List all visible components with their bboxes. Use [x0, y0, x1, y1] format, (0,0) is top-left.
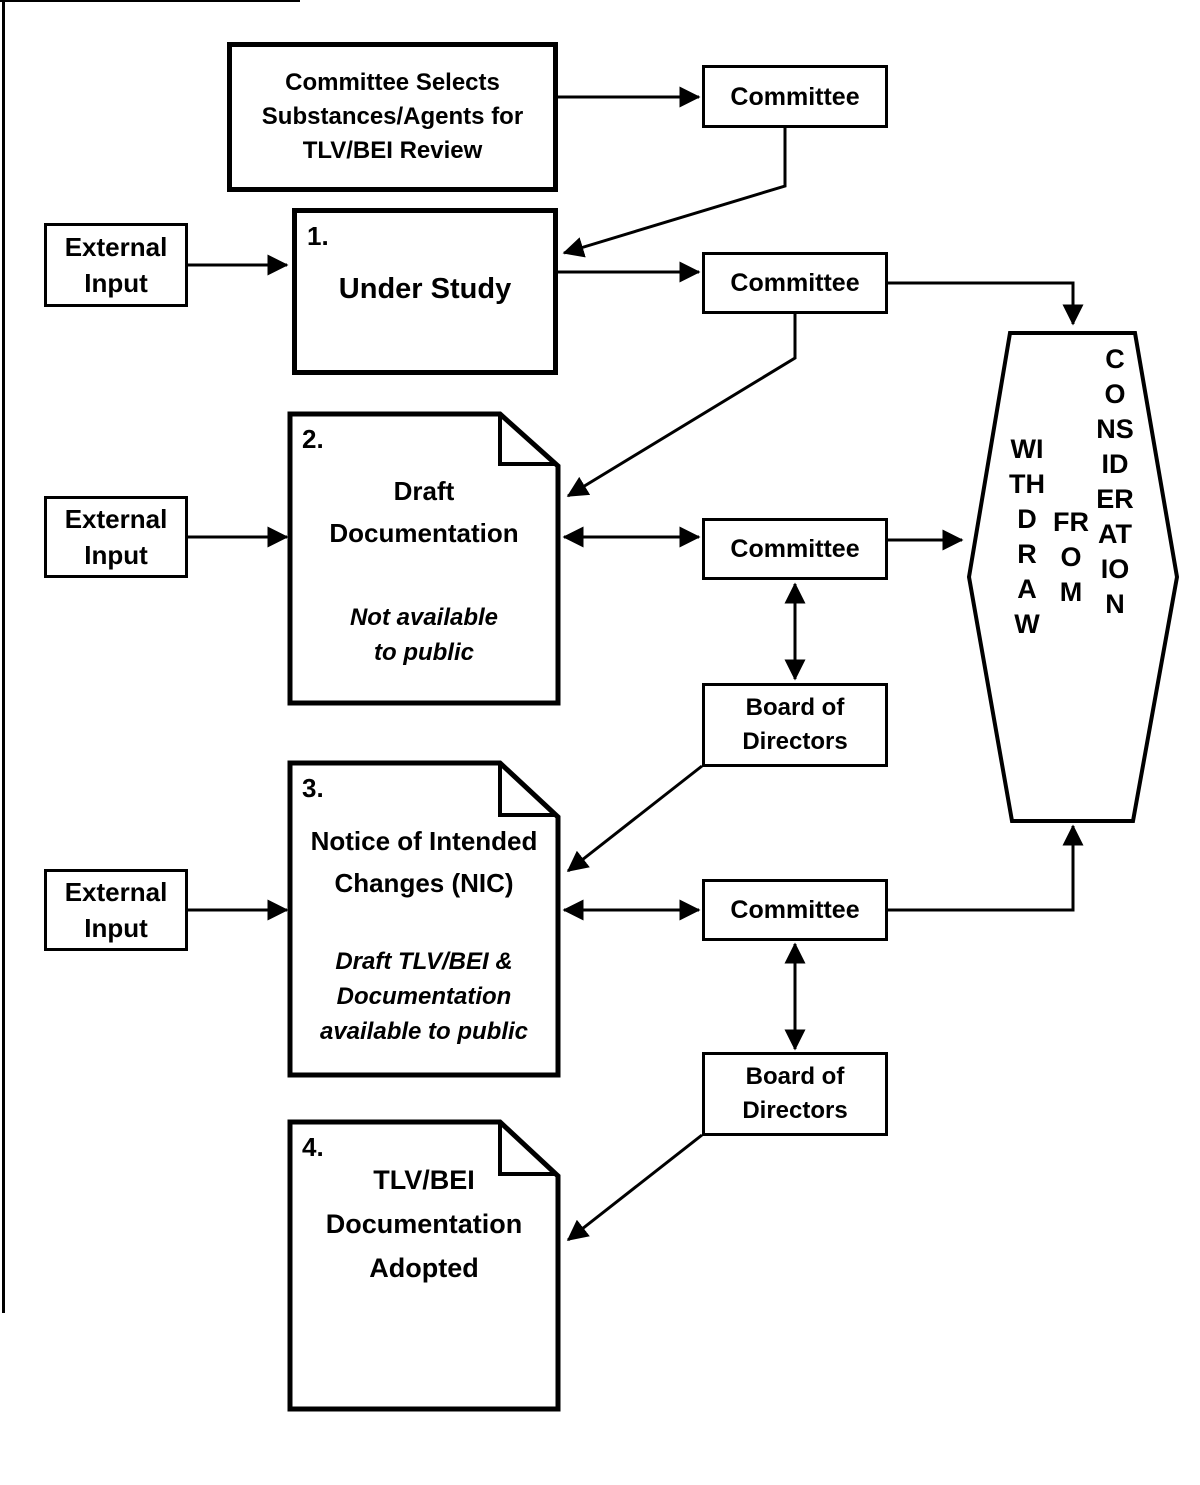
board-line1: Board of	[745, 694, 845, 721]
step4-title-line3: Adopted	[369, 1253, 479, 1283]
board-line2: Directors	[742, 1097, 848, 1124]
board-of-directors-2: Board of Directors	[702, 1052, 888, 1136]
selects-box-line2: Substances/Agents for	[261, 103, 524, 130]
step3-note: Draft TLV/BEI & Documentation available …	[292, 944, 556, 1049]
document-shape-adopted	[287, 1119, 561, 1412]
external-input-line2: Input	[84, 540, 148, 570]
step1-title: Under Study	[338, 273, 512, 305]
arrow-committee-to-hexagon-top	[888, 281, 1084, 326]
step3-title: Notice of Intended Changes (NIC)	[292, 820, 556, 904]
external-input-line1: External	[64, 504, 168, 534]
step3-title-line2: Changes (NIC)	[334, 868, 514, 898]
step3-title-line1: Notice of Intended	[310, 826, 538, 856]
step3-note-line1: Draft TLV/BEI &	[335, 948, 513, 975]
selects-box: Committee Selects Substances/Agents for …	[227, 42, 558, 192]
arrow-board2-to-adopteddoc	[566, 1133, 703, 1242]
arrow-board1-to-nicdoc	[566, 764, 703, 873]
step4-title-line1: TLV/BEI	[373, 1165, 475, 1195]
committee-label: Committee	[730, 82, 860, 111]
step2-title-line2: Documentation	[329, 518, 519, 548]
board-of-directors-1: Board of Directors	[702, 683, 888, 767]
step2-title: Draft Documentation	[296, 470, 552, 554]
consideration-word: CONSIDERATION	[1096, 344, 1134, 619]
board-line1: Board of	[745, 1063, 845, 1090]
selects-box-line1: Committee Selects	[285, 69, 500, 96]
step3-number: 3.	[302, 773, 324, 803]
step3-note-line2: Documentation	[336, 983, 512, 1010]
committee-box-nic: Committee	[702, 879, 888, 941]
step2-note: Not available to public	[296, 600, 552, 670]
step2-note-line2: to public	[374, 639, 474, 666]
committee-label: Committee	[730, 269, 860, 297]
page-border-left	[2, 0, 5, 1313]
folded-corner-draft	[498, 416, 556, 466]
board-line2: Directors	[742, 728, 848, 755]
committee-box-draft: Committee	[702, 518, 888, 580]
committee-label: Committee	[730, 535, 860, 563]
folded-corner-adopted	[498, 1124, 556, 1176]
step2-number: 2.	[302, 424, 324, 454]
external-input-line2: Input	[84, 913, 148, 943]
step4-title-line2: Documentation	[325, 1209, 523, 1239]
selects-box-line3: TLV/BEI Review	[302, 137, 483, 164]
committee-label: Committee	[730, 896, 860, 924]
withdraw-hexagon	[966, 331, 1180, 823]
under-study-box: 1. Under Study	[292, 208, 558, 375]
external-input-2: External Input	[44, 496, 188, 578]
external-input-line1: External	[64, 232, 168, 262]
document-shape-draft	[287, 411, 561, 706]
external-input-line1: External	[64, 877, 168, 907]
arrow-committee-to-hexagon-bottom	[888, 824, 1084, 912]
external-input-3: External Input	[44, 869, 188, 951]
page-border-top	[0, 0, 300, 2]
folded-corner-nic	[498, 765, 556, 817]
document-shape-nic	[287, 760, 561, 1078]
withdraw-word: WITHDRAW	[1009, 434, 1045, 639]
arrow-committee-to-draftdoc	[566, 314, 797, 498]
step1-number: 1.	[307, 221, 329, 251]
committee-box-understudy: Committee	[702, 252, 888, 314]
step2-title-line1: Draft	[393, 476, 455, 506]
step4-title: TLV/BEI Documentation Adopted	[296, 1158, 552, 1290]
step2-note-line1: Not available	[349, 604, 499, 631]
arrow-committee-to-understudy	[562, 128, 787, 258]
committee-box-top: Committee	[702, 65, 888, 128]
from-word: FROM	[1053, 507, 1089, 607]
step3-note-line3: available to public	[319, 1018, 529, 1045]
external-input-line2: Input	[84, 268, 148, 298]
step4-number: 4.	[302, 1132, 324, 1162]
external-input-1: External Input	[44, 223, 188, 307]
